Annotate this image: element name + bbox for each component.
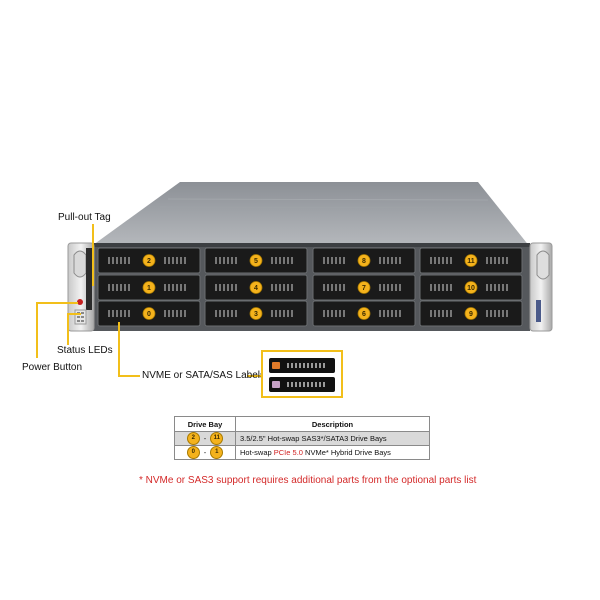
nvme-labels-leader-v (118, 322, 120, 377)
drive-bay-badge (142, 254, 156, 267)
drive-bay-badge (142, 307, 156, 320)
pull-out-tag-leader (92, 224, 94, 286)
drive-bay-7[interactable]: 7 (312, 274, 416, 301)
header-drive-bay: Drive Bay (174, 416, 236, 432)
drive-bay-badge (464, 307, 478, 320)
drive-bay-badge (249, 307, 263, 320)
power-button-leader-v (36, 302, 38, 358)
drive-bay-number: 6 (362, 311, 366, 318)
drive-bay-badge (464, 281, 478, 294)
drive-bay-number: 8 (362, 258, 366, 265)
drive-bay-badge (249, 254, 263, 267)
drive-bay-number: 9 (469, 311, 473, 318)
drive-bay-badge (357, 307, 371, 320)
nvme-labels-leader-h (118, 375, 140, 377)
nvme-label-sample (269, 358, 335, 373)
table-row: 0-1 Hot-swap PCIe 5.0 NVMe* Hybrid Drive… (174, 445, 430, 460)
drive-bay-number: 2 (147, 258, 151, 265)
footnote: * NVMe or SAS3 support requires addition… (139, 475, 477, 486)
drive-bay-number: 10 (467, 285, 475, 292)
status-leds-leader-v (67, 313, 69, 345)
drive-bay-number: 1 (147, 285, 151, 292)
nvme-labels-label: NVME or SATA/SAS Labels (142, 370, 266, 381)
drive-bay-10[interactable]: 10 (419, 274, 523, 301)
drive-bay-11[interactable]: 11 (419, 247, 523, 274)
bay-description: 3.5/2.5" Hot-swap SAS3*/SATA3 Drive Bays (235, 431, 430, 446)
drive-bay-0[interactable]: 0 (97, 300, 201, 327)
drive-bay-number: 3 (254, 311, 258, 318)
chassis-top-cover (93, 182, 530, 247)
drive-label-samples (261, 350, 343, 398)
drive-bay-8[interactable]: 8 (312, 247, 416, 274)
drive-bay-5[interactable]: 5 (204, 247, 308, 274)
drive-bay-badge: 11 (210, 432, 224, 445)
pull-out-tag-label: Pull-out Tag (58, 212, 111, 223)
drive-bay-badge (142, 281, 156, 294)
drive-bay-4[interactable]: 4 (204, 274, 308, 301)
drive-bay-badge (464, 254, 478, 267)
bay-range: 0-1 (174, 445, 236, 460)
drive-bay-table: Drive Bay Description 2-11 3.5/2.5" Hot-… (174, 416, 430, 460)
drive-bay-badge: 0 (186, 446, 200, 459)
drive-bay-badge: 1 (210, 446, 224, 459)
drive-bay-number: 11 (467, 258, 475, 265)
status-leds-leader-h (67, 313, 81, 315)
header-description: Description (235, 416, 430, 432)
bay-description: Hot-swap PCIe 5.0 NVMe* Hybrid Drive Bay… (235, 445, 430, 460)
table-row: 2-11 3.5/2.5" Hot-swap SAS3*/SATA3 Drive… (174, 431, 430, 446)
table-header-row: Drive Bay Description (174, 416, 430, 432)
power-button-label: Power Button (22, 362, 83, 373)
drive-bay-number: 4 (254, 285, 258, 292)
sas-label-sample (269, 377, 335, 392)
status-leds-label: Status LEDs (57, 345, 113, 356)
status-led-icon (74, 309, 87, 325)
drive-bay-badge (357, 254, 371, 267)
drive-bay-number: 5 (254, 258, 258, 265)
bay-range: 2-11 (174, 431, 236, 446)
drive-bay-6[interactable]: 6 (312, 300, 416, 327)
drive-bay-number: 7 (362, 285, 366, 292)
drive-bay-3[interactable]: 3 (204, 300, 308, 327)
power-button-leader-h (36, 302, 78, 304)
drive-bay-badge (249, 281, 263, 294)
drive-bay-2[interactable]: 2 (97, 247, 201, 274)
drive-bay-badge: 2 (186, 432, 200, 445)
power-button-icon[interactable] (77, 299, 83, 305)
drive-bay-number: 0 (147, 311, 151, 318)
drive-bay-9[interactable]: 9 (419, 300, 523, 327)
drive-bay-1[interactable]: 1 (97, 274, 201, 301)
drive-bay-badge (357, 281, 371, 294)
nvme-labels-leader-box (247, 375, 261, 377)
